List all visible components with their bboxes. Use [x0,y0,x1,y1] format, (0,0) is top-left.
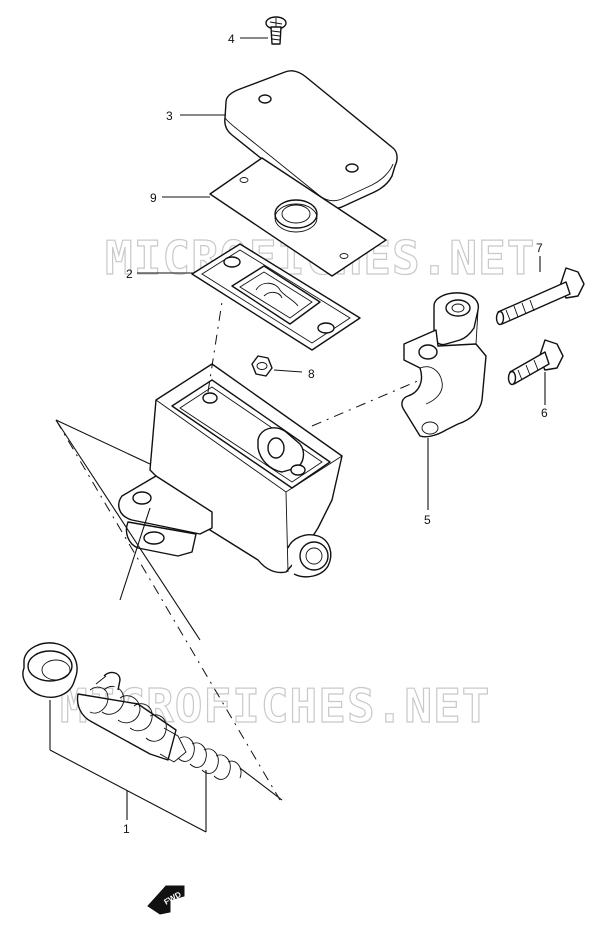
diaphragm-part [191,243,361,351]
callout-6: 6 [541,406,548,420]
callout-labels: 4 3 9 2 8 7 6 5 1 [123,32,548,836]
callout-9: 9 [150,191,157,205]
callout-5: 5 [424,513,431,527]
fwd-arrow-icon: FWD [147,885,185,915]
callout-4: 4 [228,32,235,46]
holder-clamp-part [401,292,487,438]
reservoir-cap-part [224,70,398,210]
piston-assembly-part [76,671,242,780]
callout-7: 7 [536,241,543,255]
callout-2: 2 [126,267,133,281]
bolt-upper-part [495,267,585,326]
leader-lines [49,37,546,833]
master-cylinder-body [118,363,343,578]
nut-part [251,355,273,377]
callout-3: 3 [166,109,173,123]
callout-1: 1 [123,822,130,836]
bolt-lower-part [507,339,564,386]
piston-cup-part [22,642,78,698]
screw-part [265,16,287,45]
callout-8: 8 [308,367,315,381]
plate-part [209,157,387,277]
